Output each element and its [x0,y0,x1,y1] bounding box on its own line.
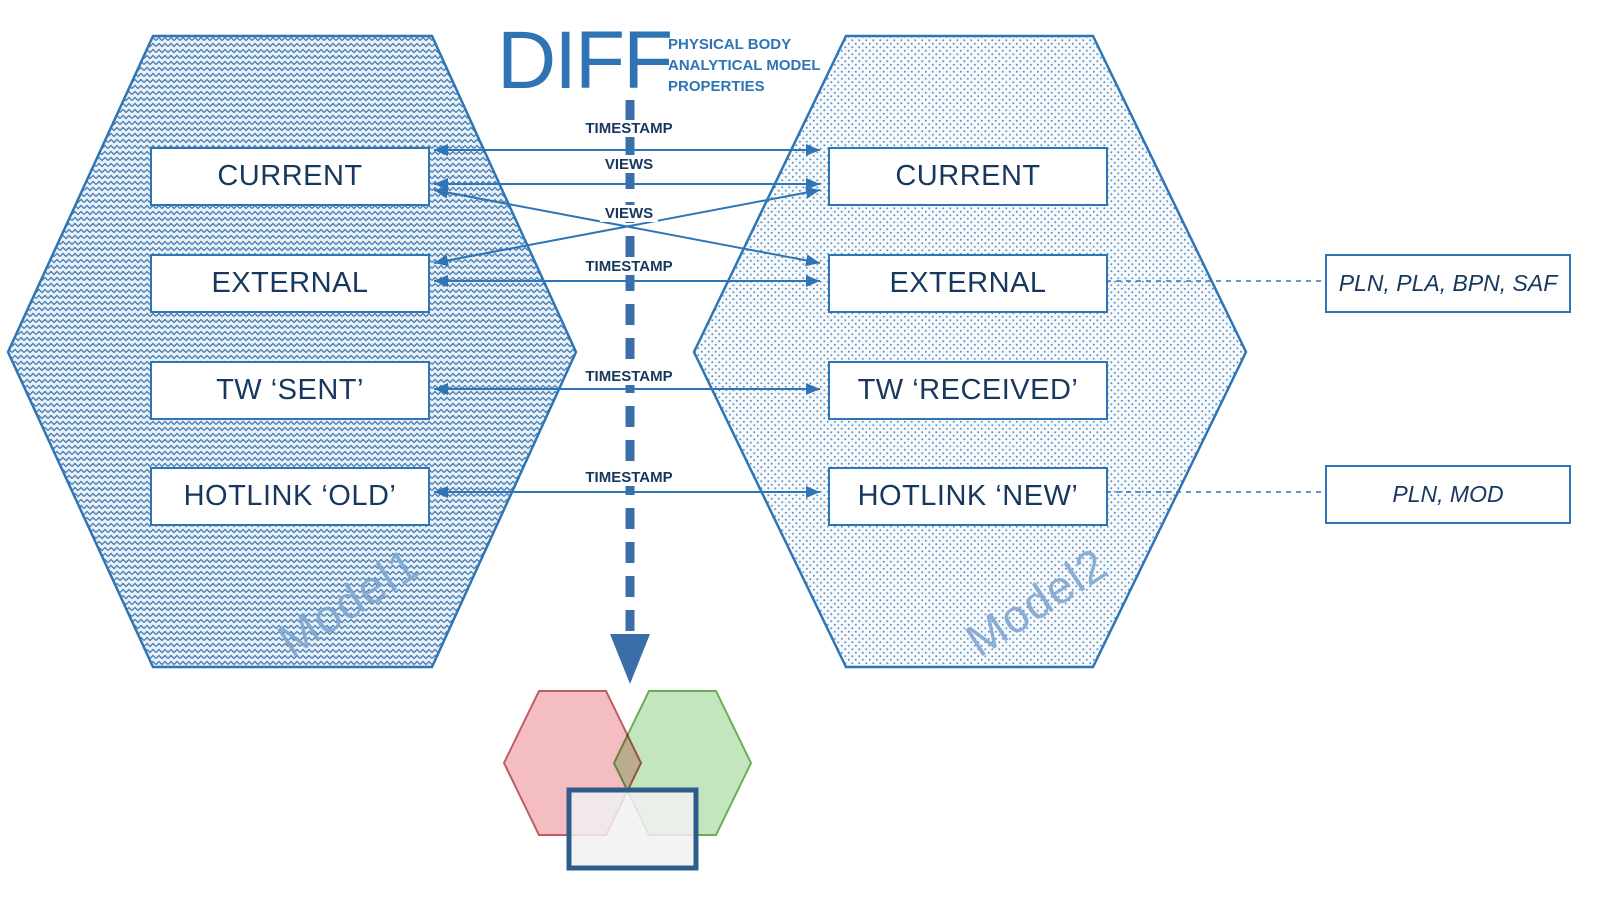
cross-views-arrow-up [433,186,821,267]
model1-box-external: EXTERNAL [150,254,430,313]
venn-result-rect [566,787,699,871]
sync-arrows [433,144,821,498]
hotlink-properties-annotation: PLN, MOD [1325,465,1571,524]
diff-subtitle: PHYSICAL BODY ANALYTICAL MODEL PROPERTIE… [668,34,821,97]
model2-box-hotlink-new: HOTLINK ‘NEW’ [828,467,1108,526]
model1-box-hotlink-old: HOTLINK ‘OLD’ [150,467,430,526]
subtitle-line-3: PROPERTIES [668,78,765,95]
model2-box-tw-received: TW ‘RECEIVED’ [828,361,1108,420]
subtitle-line-2: ANALYTICAL MODEL [668,57,821,74]
subtitle-line-1: PHYSICAL BODY [668,36,792,53]
page-title: DIFF [497,15,673,106]
external-properties-annotation: PLN, PLA, BPN, SAF [1325,254,1571,313]
model1-box-tw-sent: TW ‘SENT’ [150,361,430,420]
model2-box-current: CURRENT [828,147,1108,206]
model1-box-current: CURRENT [150,147,430,206]
label-tw-timestamp: TIMESTAMP [580,368,678,385]
model2-hexagon [692,34,1248,669]
label-current-timestamp: TIMESTAMP [580,120,678,137]
label-hotlink-timestamp: TIMESTAMP [580,469,678,486]
model1-hexagon [6,34,578,669]
model2-box-external: EXTERNAL [828,254,1108,313]
label-external-timestamp: TIMESTAMP [580,258,678,275]
label-current-views: VIEWS [599,156,659,173]
diff-flow-arrowhead-icon [610,634,650,684]
label-cross-views: VIEWS [599,205,659,222]
